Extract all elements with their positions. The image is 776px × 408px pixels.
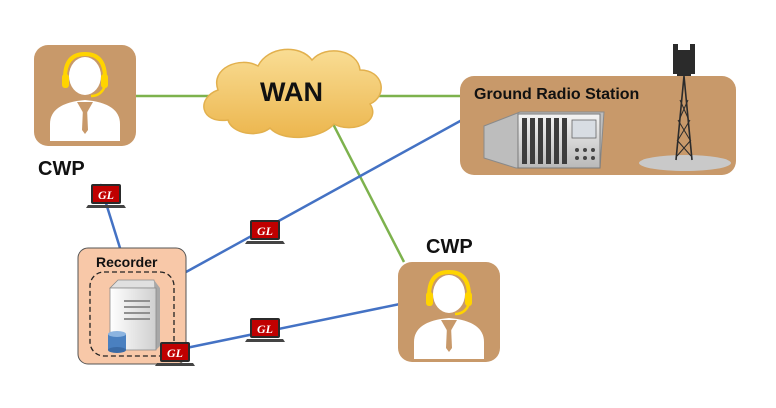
link-wan-to-cwp-bottom (328, 117, 406, 263)
svg-text:GL: GL (257, 322, 273, 336)
svg-text:GL: GL (257, 224, 273, 238)
radio-tower-icon (639, 44, 731, 171)
wan-label: WAN (260, 77, 323, 107)
radio-rack-icon (483, 111, 605, 169)
recorder-label: Recorder (96, 254, 158, 270)
database-icon (108, 331, 126, 353)
wan-cloud (203, 48, 382, 139)
ground-radio-station-label: Ground Radio Station (474, 86, 640, 103)
gl-monitor-icon: GL (245, 220, 285, 244)
recorder-panel (77, 247, 187, 365)
ground-radio-station-panel (460, 44, 736, 175)
svg-text:GL: GL (167, 346, 183, 360)
gl-monitor-icon: GL (155, 342, 195, 366)
link-recorder-to-ground-station (185, 118, 463, 274)
gl-monitor-icon: GL (245, 318, 285, 342)
cwp-label-top: CWP (38, 158, 85, 180)
cwp-label-bottom: CWP (426, 236, 473, 258)
cwp-operator-tile-top (34, 45, 136, 146)
svg-text:GL: GL (98, 188, 114, 202)
cwp-operator-tile-bottom (398, 262, 500, 362)
link-recorder-to-cwp-bottom (185, 302, 401, 350)
gl-monitor-icon: GL (86, 184, 126, 208)
